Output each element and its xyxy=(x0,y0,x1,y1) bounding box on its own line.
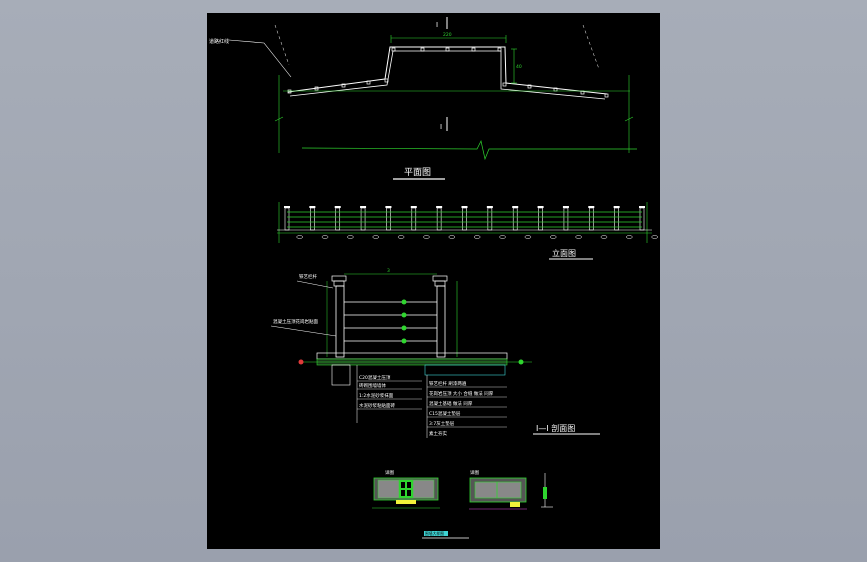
elevation-base-mark xyxy=(473,235,481,239)
section-rails xyxy=(344,301,437,342)
svg-text:3:7灰土垫层: 3:7灰土垫层 xyxy=(429,420,455,427)
plan-wall-outer xyxy=(287,46,608,95)
elevation-base-mark xyxy=(651,235,658,239)
elevation-pillar-cap xyxy=(562,206,569,208)
elevation-pillar-cap xyxy=(410,206,417,208)
section-mark-top: I xyxy=(436,21,438,29)
detail-caption: 围墙大样图 xyxy=(425,531,444,536)
svg-text:砖砌围墙墙体: 砖砌围墙墙体 xyxy=(359,382,386,389)
elevation-base-mark xyxy=(347,235,354,239)
section-mark-bottom: I xyxy=(440,123,442,131)
elevation-pillar-cap xyxy=(486,206,493,208)
section-pillar-right xyxy=(436,285,446,358)
elevation-base-mark xyxy=(448,235,456,239)
section-label-coping: 混凝土压顶花岗岩贴面 xyxy=(273,318,318,325)
elevation-pillar-cap xyxy=(360,206,367,208)
elevation-base-mark xyxy=(524,235,532,239)
svg-text:C15混凝土垫层: C15混凝土垫层 xyxy=(429,410,461,417)
elevation-view: 立面图 xyxy=(277,202,658,260)
elevation-pillar-cap xyxy=(512,206,519,208)
svg-text:花岗岩压顶 大小 合缝 做法 同厚: 花岗岩压顶 大小 合缝 做法 同厚 xyxy=(429,390,494,397)
section-notes-right: 铁艺栏杆 刷漆两遍 花岗岩压顶 大小 合缝 做法 同厚 混凝土基础 做法 同厚 … xyxy=(429,380,494,437)
elevation-base-mark xyxy=(550,235,557,239)
section-base-slab xyxy=(316,352,508,360)
detail-label-2: 详图 xyxy=(470,469,479,476)
elevation-base-mark xyxy=(499,235,506,239)
elevation-pillar-cap xyxy=(613,206,620,208)
detail-label-1: 详图 xyxy=(385,469,394,476)
elevation-base-mark xyxy=(423,235,430,239)
section-title: I—I 剖面图 xyxy=(536,423,575,433)
elevation-base-mark xyxy=(296,235,303,239)
plan-view: I I 道路红线 xyxy=(209,17,637,180)
svg-text:C20混凝土压顶: C20混凝土压顶 xyxy=(359,374,391,381)
elevation-base-mark xyxy=(321,235,329,239)
leader-line xyxy=(228,39,292,78)
elevation-base-mark xyxy=(372,235,379,239)
plan-dimensions xyxy=(274,35,634,153)
svg-text:素土夯实: 素土夯实 xyxy=(429,430,447,437)
section-view: 3 铁艺栏杆 混凝土压顶花岗岩贴面 C20混凝土压顶 xyxy=(270,268,600,438)
plan-break-line xyxy=(301,139,637,161)
plan-dim-top: 220 xyxy=(443,32,452,38)
details-view: 详图 详图 围墙大样图 xyxy=(372,469,553,539)
elevation-pillar-cap xyxy=(537,206,544,208)
elevation-pillar-cap xyxy=(639,206,645,208)
svg-text:铁艺栏杆 刷漆两遍: 铁艺栏杆 刷漆两遍 xyxy=(429,380,467,387)
elevation-pillar-cap xyxy=(334,206,341,208)
svg-text:水泥砂浆粘贴面砖: 水泥砂浆粘贴面砖 xyxy=(359,402,395,409)
section-footing-left xyxy=(331,364,351,386)
drawing-sheet[interactable]: I I 道路红线 xyxy=(207,13,660,549)
section-footing-right xyxy=(424,364,506,376)
svg-text:混凝土基础 做法 同厚: 混凝土基础 做法 同厚 xyxy=(429,400,473,407)
plan-road-line-label: 道路红线 xyxy=(209,38,229,45)
cad-drawing-canvas: I I 道路红线 xyxy=(209,17,658,539)
elevation-pillar-cap xyxy=(385,206,392,208)
elevation-title: 立面图 xyxy=(552,248,576,258)
elevation-base-mark xyxy=(575,235,582,239)
section-pillar-left xyxy=(335,285,345,358)
plan-wall-inner xyxy=(289,50,606,100)
plan-pillars xyxy=(287,47,609,98)
section-label-railing: 铁艺栏杆 xyxy=(299,273,317,280)
elevation-pillar-cap xyxy=(309,206,316,208)
plan-dim-right: 40 xyxy=(516,64,522,70)
section-notes-left: C20混凝土压顶 砖砌围墙墙体 1:2水泥砂浆抹面 水泥砂浆粘贴面砖 xyxy=(359,374,395,409)
elevation-pillar-cap xyxy=(588,206,595,208)
section-rail-marks xyxy=(401,299,407,344)
detail-caption-box xyxy=(424,531,448,536)
elevation-fence xyxy=(284,206,658,239)
section-dim-top: 3 xyxy=(387,268,390,274)
elevation-base-mark xyxy=(397,235,405,239)
elevation-pillar-cap xyxy=(284,206,290,208)
svg-text:1:2水泥砂浆抹面: 1:2水泥砂浆抹面 xyxy=(359,392,394,399)
elevation-pillar-cap xyxy=(461,206,468,208)
plan-title: 平面图 xyxy=(404,167,431,178)
elevation-base-mark xyxy=(600,235,608,239)
elevation-pillar-cap xyxy=(436,206,443,208)
elevation-base-mark xyxy=(626,235,633,239)
